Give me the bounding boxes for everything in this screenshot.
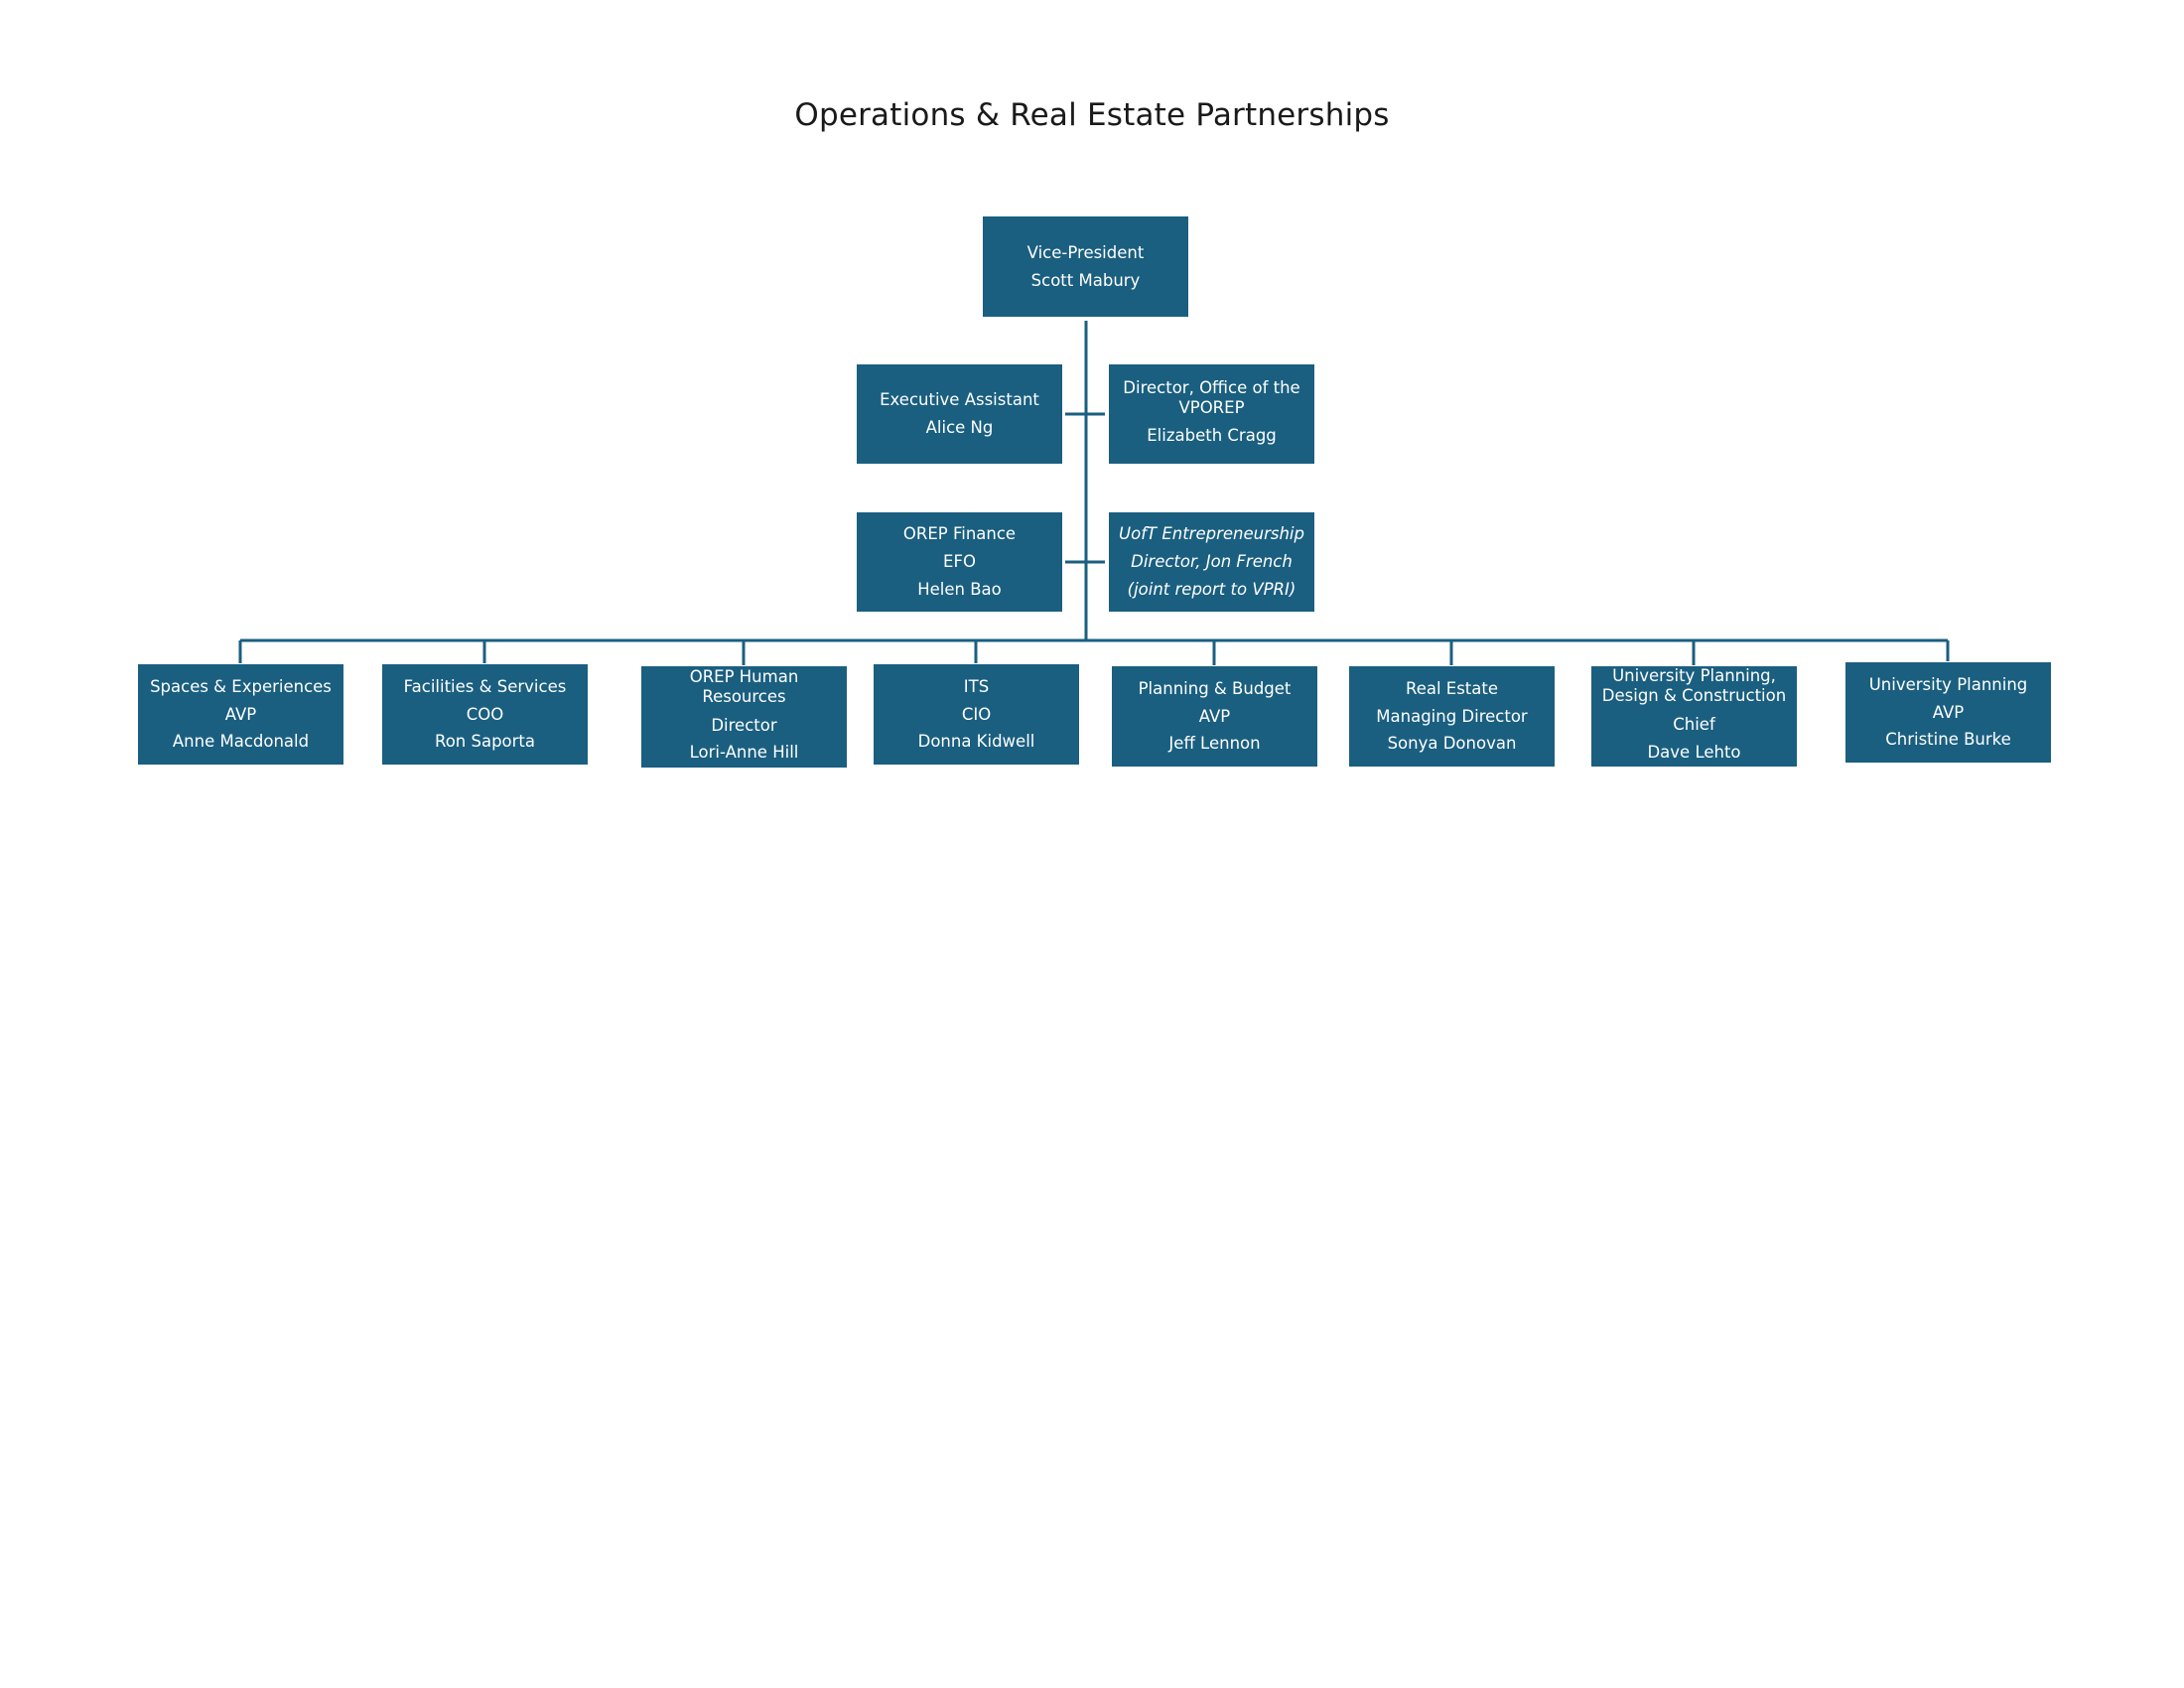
unit-role: COO <box>466 704 504 724</box>
unit-title: Planning & Budget <box>1138 678 1292 698</box>
unit-title: University Planning <box>1868 674 2028 694</box>
unit-box-facilities-services: Facilities & Services COO Ron Saporta <box>382 664 588 765</box>
unit-role: AVP <box>1198 706 1231 726</box>
finance-name: Helen Bao <box>917 579 1002 599</box>
exec-assistant-role: Executive Assistant <box>880 390 1039 410</box>
unit-title-line1: OREP Human <box>689 666 799 686</box>
director-office-box: Director, Office of the VPOREP Elizabeth… <box>1109 364 1314 464</box>
unit-role: AVP <box>224 704 257 724</box>
vp-role: Vice-President <box>1026 242 1145 262</box>
unit-title: Facilities & Services <box>403 676 567 696</box>
unit-box-planning-budget: Planning & Budget AVP Jeff Lennon <box>1112 666 1317 767</box>
director-office-role-line2: VPOREP <box>1178 397 1245 417</box>
unit-role: CIO <box>961 704 992 724</box>
unit-head-name: Ron Saporta <box>434 732 536 752</box>
unit-head-name: Christine Burke <box>1885 730 2011 750</box>
unit-role: Director <box>711 715 777 735</box>
unit-box-its: ITS CIO Donna Kidwell <box>874 664 1079 765</box>
unit-title: Real Estate <box>1405 678 1499 698</box>
unit-box-orep-human-resources: OREP Human Resources Director Lori-Anne … <box>641 666 847 768</box>
entrepreneurship-role: Director, Jon French <box>1131 552 1293 572</box>
unit-role: Managing Director <box>1376 706 1528 726</box>
finance-box: OREP Finance EFO Helen Bao <box>857 512 1062 612</box>
unit-title: Spaces & Experiences <box>150 676 332 696</box>
unit-head-name: Donna Kidwell <box>917 732 1035 752</box>
entrepreneurship-box: UofT Entrepreneurship Director, Jon Fren… <box>1109 512 1314 612</box>
unit-title-line2: Design & Construction <box>1601 686 1787 706</box>
unit-box-university-planning: University Planning AVP Christine Burke <box>1845 662 2051 763</box>
vp-box: Vice-President Scott Mabury <box>983 216 1188 317</box>
director-office-role-line1: Director, Office of the <box>1123 377 1300 397</box>
entrepreneurship-note: (joint report to VPRI) <box>1127 579 1297 599</box>
unit-box-real-estate: Real Estate Managing Director Sonya Dono… <box>1349 666 1555 767</box>
unit-head-name: Anne Macdonald <box>172 732 310 752</box>
unit-head-name: Dave Lehto <box>1647 742 1741 762</box>
unit-title: ITS <box>963 676 990 696</box>
director-office-name: Elizabeth Cragg <box>1147 426 1277 446</box>
unit-head-name: Lori-Anne Hill <box>689 743 799 763</box>
unit-title-line2: Resources <box>702 686 786 706</box>
exec-assistant-name: Alice Ng <box>925 418 994 437</box>
exec-assistant-box: Executive Assistant Alice Ng <box>857 364 1062 464</box>
vp-name: Scott Mabury <box>1030 270 1141 290</box>
unit-role: Chief <box>1673 715 1715 734</box>
unit-title-line1: University Planning, <box>1612 666 1776 686</box>
unit-head-name: Sonya Donovan <box>1387 734 1517 754</box>
unit-box-spaces-experiences: Spaces & Experiences AVP Anne Macdonald <box>138 664 343 765</box>
finance-unit: OREP Finance <box>902 524 1017 544</box>
page-title: Operations & Real Estate Partnerships <box>794 97 1390 133</box>
entrepreneurship-unit: UofT Entrepreneurship <box>1119 524 1304 544</box>
unit-role: AVP <box>1932 702 1965 722</box>
unit-head-name: Jeff Lennon <box>1168 734 1261 754</box>
finance-role: EFO <box>943 552 976 572</box>
unit-box-planning-design-construction: University Planning, Design & Constructi… <box>1591 666 1797 767</box>
